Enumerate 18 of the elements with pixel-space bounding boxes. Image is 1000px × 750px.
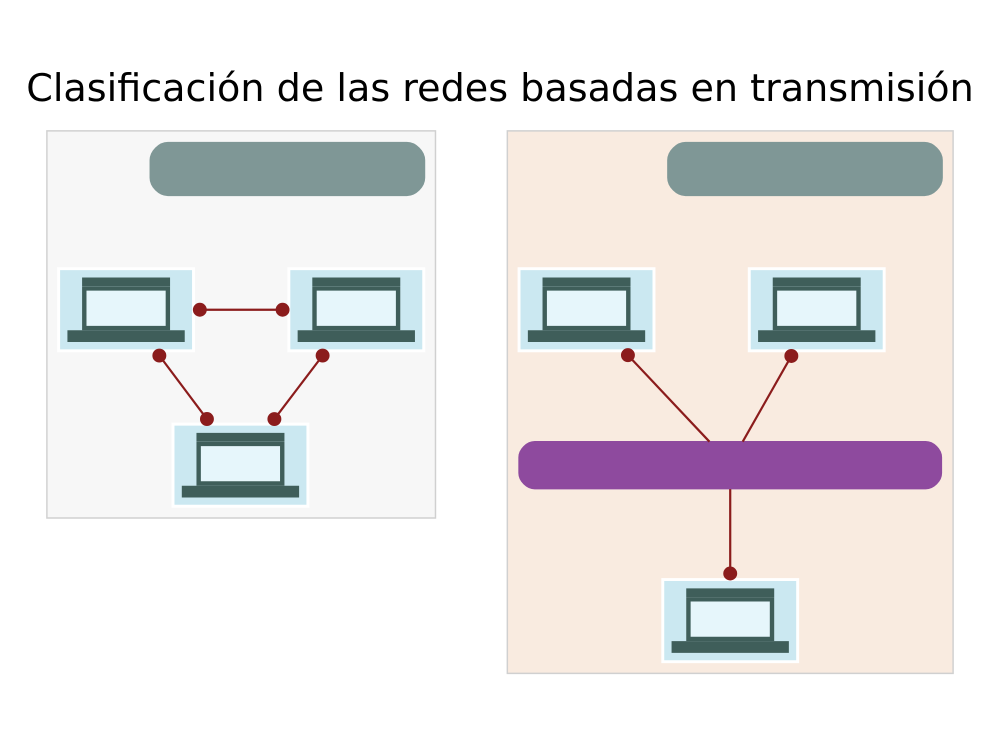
connector xyxy=(723,489,738,580)
diagram-title: Clasificación de las redes basadas en transmisión xyxy=(26,66,974,110)
connector xyxy=(152,348,214,426)
connector xyxy=(267,348,330,426)
node-box xyxy=(667,142,943,196)
cluster xyxy=(506,130,954,674)
cluster xyxy=(46,130,436,519)
node-box xyxy=(150,142,426,196)
node-picture xyxy=(748,267,886,352)
node-bar xyxy=(518,440,942,490)
node-picture xyxy=(518,267,656,352)
connector xyxy=(742,349,798,442)
connector xyxy=(620,348,710,442)
node-picture xyxy=(661,578,800,664)
node-picture xyxy=(57,267,195,352)
node-picture xyxy=(172,422,310,508)
node-picture xyxy=(287,267,426,352)
connector xyxy=(192,302,290,317)
